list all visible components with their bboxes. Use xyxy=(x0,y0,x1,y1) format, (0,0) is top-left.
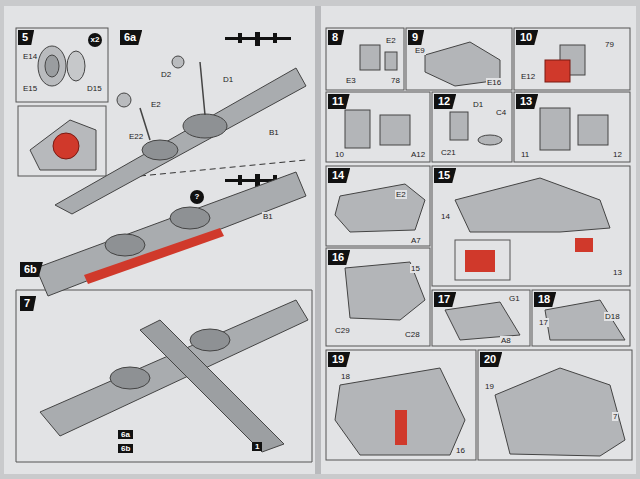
part-number: E16 xyxy=(486,78,502,87)
step-number: 14 xyxy=(332,169,344,181)
step-number: 15 xyxy=(438,169,450,181)
part-number: A12 xyxy=(410,150,426,159)
part-number: 11 xyxy=(520,150,530,159)
part-number: E9 xyxy=(414,46,426,55)
part-number: B1 xyxy=(268,128,280,137)
part-number: E22 xyxy=(128,132,144,141)
part-number: D18 xyxy=(604,312,621,321)
step-reference: 1 xyxy=(252,442,262,451)
step-number: 6b xyxy=(24,263,37,275)
step-reference: 6b xyxy=(118,444,133,453)
part-number: E15 xyxy=(22,84,38,93)
part-number: 19 xyxy=(484,382,495,391)
part-number: C21 xyxy=(440,148,457,157)
part-number: 17 xyxy=(538,318,549,327)
step-number-tab: 16 xyxy=(328,250,350,265)
step-number-tab: 10 xyxy=(516,30,538,45)
step-number-tab: 6b xyxy=(20,262,43,277)
part-number: E14 xyxy=(22,52,38,61)
part-number: 79 xyxy=(604,40,615,49)
part-number: A7 xyxy=(410,236,422,245)
part-number: 12 xyxy=(612,150,623,159)
step-number: 13 xyxy=(520,95,532,107)
step-number: 6a xyxy=(124,31,136,43)
step-number-tab: 13 xyxy=(516,94,538,109)
part-number: D15 xyxy=(86,84,103,93)
part-number: 13 xyxy=(612,268,623,277)
part-number: E2 xyxy=(150,100,162,109)
step-number: 7 xyxy=(24,297,30,309)
step-number-tab: 17 xyxy=(434,292,456,307)
step-number-tab: 14 xyxy=(328,168,350,183)
step-number-tab: 8 xyxy=(328,30,344,45)
step-number: 12 xyxy=(438,95,450,107)
step-number-tab: 9 xyxy=(408,30,424,45)
step-number-tab: 6a xyxy=(120,30,142,45)
step-number: 16 xyxy=(332,251,344,263)
part-number: C4 xyxy=(495,108,507,117)
part-number: D1 xyxy=(222,75,234,84)
step-number-tab: 7 xyxy=(20,296,36,311)
step-number: 11 xyxy=(332,95,344,107)
part-number: 18 xyxy=(340,372,351,381)
step-number-tab: 20 xyxy=(480,352,502,367)
step-number-tab: 18 xyxy=(534,292,556,307)
part-number: E2 xyxy=(385,36,397,45)
part-number: A8 xyxy=(500,336,512,345)
part-number: B1 xyxy=(262,212,274,221)
part-number: D1 xyxy=(472,100,484,109)
part-number: E3 xyxy=(345,76,357,85)
step-reference: 6a xyxy=(118,430,133,439)
step-number: 20 xyxy=(484,353,496,365)
part-number: 16 xyxy=(455,446,466,455)
part-number: 14 xyxy=(440,212,451,221)
part-number: C28 xyxy=(404,330,421,339)
quantity-badge: ? xyxy=(190,190,204,204)
part-number: C29 xyxy=(334,326,351,335)
part-number: G1 xyxy=(508,294,521,303)
step-number: 5 xyxy=(22,31,28,43)
quantity-badge: x2 xyxy=(88,33,102,47)
step-number-tab: 11 xyxy=(328,94,350,109)
step-number-tab: 5 xyxy=(18,30,34,45)
part-number: 7 xyxy=(612,412,618,421)
step-number-tab: 19 xyxy=(328,352,350,367)
step-number: 9 xyxy=(412,31,418,43)
step-number-tab: 12 xyxy=(434,94,456,109)
part-number: 78 xyxy=(390,76,401,85)
step-number: 10 xyxy=(520,31,532,43)
part-number: E12 xyxy=(520,72,536,81)
step-number: 17 xyxy=(438,293,450,305)
part-number: 15 xyxy=(410,264,421,273)
step-number: 18 xyxy=(538,293,550,305)
step-number-tab: 15 xyxy=(434,168,456,183)
step-number: 8 xyxy=(332,31,338,43)
step-number: 19 xyxy=(332,353,344,365)
part-number: E2 xyxy=(395,190,407,199)
part-number: 10 xyxy=(334,150,345,159)
part-number: D2 xyxy=(160,70,172,79)
